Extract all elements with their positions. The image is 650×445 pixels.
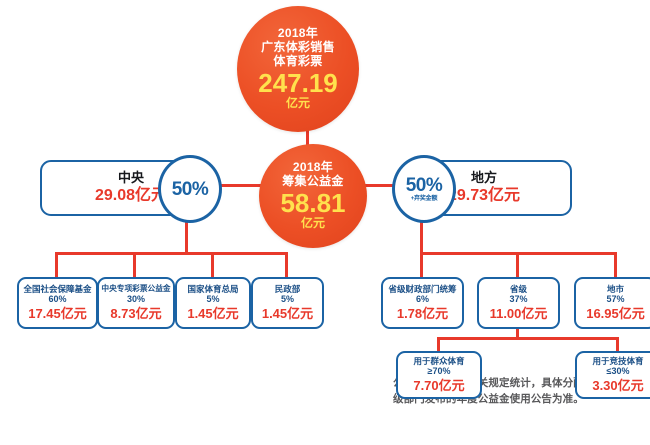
leaf-pct: ≥70% [427,366,451,377]
leaf-amount: 16.95亿元 [586,306,645,322]
total-sales-year: 2018年 [277,26,319,41]
fund-value: 58.81 [280,187,346,218]
leaf-pct: 57% [606,294,625,305]
connector-provincial-bus [437,337,619,340]
total-sales-unit: 亿元 [285,96,310,111]
connector-right-trunk [420,214,423,254]
leaf-mass-sports-usage: 用于群众体育 ≥70% 7.70亿元 [396,351,482,399]
leaf-pct: 37% [509,294,528,305]
total-sales-line1: 广东体彩销售 [261,39,335,54]
central-amount: 29.08亿元 [94,186,168,204]
local-amount: 29.73亿元 [447,186,521,204]
leaf-pct: 60% [48,294,67,305]
leaf-amount: 8.73亿元 [110,305,162,321]
leaf-general-administration-of-sport: 国家体育总局 5% 1.45亿元 [175,277,251,329]
leaf-amount: 1.78亿元 [396,306,449,322]
leaf-pct: 5% [280,294,294,305]
fund-year: 2018年 [292,159,334,174]
leaf-prefecture-city-level: 地市 57% 16.95亿元 [574,277,650,329]
leaf-provincial-level: 省级 37% 11.00亿元 [477,277,560,329]
connector-left-drop-1 [55,252,58,277]
connector-right-drop-2 [516,252,519,277]
total-sales-bubble: 2018年 广东体彩销售 体育彩票 247.19 亿元 [237,6,359,132]
leaf-name: 中央专项彩票公益金 [101,284,171,294]
leaf-provincial-finance-dept-pool: 省级财政部门统筹 6% 1.78亿元 [381,277,464,329]
connector-competitive-sport-drop [616,337,619,352]
leaf-central-special-lottery-fund: 中央专项彩票公益金 30% 8.73亿元 [97,277,175,329]
connector-left-drop-3 [211,252,214,277]
connector-right-drop-3 [614,252,617,277]
connector-provincial-stem [516,325,519,339]
leaf-amount: 3.30亿元 [592,378,644,394]
leaf-pct: ≤30% [606,366,630,377]
leaf-amount: 1.45亿元 [261,306,314,322]
connector-right-drop-1 [420,252,423,277]
leaf-name: 民政部 [274,283,301,294]
fund-unit: 亿元 [300,216,325,231]
local-label: 地方 [470,170,497,186]
fund-line1: 筹集公益金 [282,173,344,188]
connector-mid-to-right-pct [364,184,396,187]
connector-top-to-mid [306,128,309,150]
leaf-name: 地市 [606,283,624,294]
connector-left-trunk [185,214,188,254]
leaf-amount: 11.00亿元 [489,306,548,322]
leaf-pct: 6% [415,294,429,305]
connector-left-drop-4 [285,252,288,277]
leaf-name: 省级 [509,283,527,294]
local-share-circle: 50% +弃奖金额 [392,155,456,223]
connector-left-bus [55,252,288,255]
leaf-ministry-of-civil-affairs: 民政部 5% 1.45亿元 [251,277,324,329]
leaf-name: 全国社会保障基金 [23,283,92,294]
connector-mid-to-left-pct [212,184,262,187]
leaf-national-social-security-fund: 全国社会保障基金 60% 17.45亿元 [17,277,98,329]
public-welfare-fund-bubble: 2018年 筹集公益金 58.81 亿元 [259,144,367,248]
leaf-name: 用于竞技体育 [592,355,644,366]
total-sales-line2: 体育彩票 [273,53,323,68]
leaf-name: 省级财政部门统筹 [388,283,457,294]
leaf-pct: 5% [206,294,220,305]
leaf-competitive-sports-usage: 用于竞技体育 ≤30% 3.30亿元 [575,351,650,399]
central-share-circle: 50% [158,155,222,223]
central-share-value: 50% [171,178,209,200]
leaf-amount: 7.70亿元 [413,378,465,394]
leaf-amount: 1.45亿元 [187,306,239,322]
leaf-name: 国家体育总局 [187,283,239,294]
central-label: 中央 [117,170,144,186]
total-sales-value: 247.19 [258,67,338,98]
leaf-pct: 30% [126,293,145,304]
connector-left-drop-2 [133,252,136,277]
local-share-note: +弃奖金额 [410,196,438,202]
connector-mass-sport-drop [437,337,440,352]
leaf-amount: 17.45亿元 [28,306,87,322]
leaf-name: 用于群众体育 [413,355,465,366]
local-share-value: 50% [405,175,443,196]
